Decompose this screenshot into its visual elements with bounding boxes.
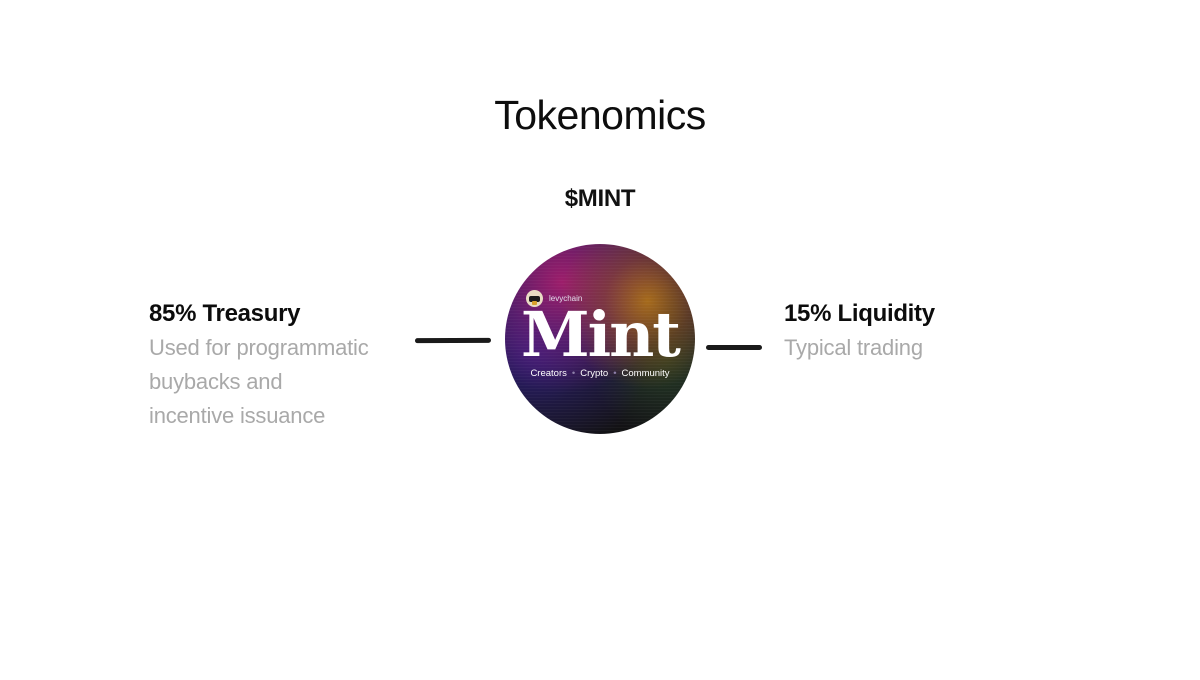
separator-dot: • bbox=[613, 368, 617, 379]
connector-line-right bbox=[706, 345, 762, 350]
allocation-heading: 15% Liquidity bbox=[784, 300, 935, 327]
allocation-treasury: 85% Treasury Used for programmatic buyba… bbox=[149, 297, 409, 433]
tagline-item: Creators bbox=[530, 368, 567, 379]
tagline-item: Crypto bbox=[580, 368, 609, 379]
allocation-description-line: Typical trading bbox=[784, 335, 923, 360]
separator-dot: • bbox=[571, 368, 576, 379]
logo-tagline: Creators • Crypto • Community bbox=[505, 368, 695, 379]
allocation-description-line: incentive issuance bbox=[149, 403, 326, 428]
logo-texture bbox=[505, 244, 695, 434]
allocation-description-line: Used for programmatic bbox=[149, 335, 369, 360]
tagline-item: Community bbox=[621, 368, 670, 379]
mint-logo: levychain Mint Creators • Crypto • Community bbox=[505, 244, 695, 434]
connector-line-left bbox=[414, 337, 492, 344]
allocation-heading: 85% Treasury bbox=[149, 300, 301, 327]
sunglasses-icon bbox=[529, 295, 540, 302]
brand-row: levychain bbox=[526, 290, 582, 307]
beak-icon bbox=[532, 301, 537, 305]
allocation-liquidity: 15% Liquidity Typical trading bbox=[784, 297, 1004, 365]
duck-avatar-icon bbox=[526, 290, 543, 307]
page-title: Tokenomics bbox=[494, 92, 706, 138]
brand-name: levychain bbox=[549, 294, 583, 303]
allocation-description-line: buybacks and bbox=[149, 369, 283, 394]
logo-wordmark: Mint bbox=[521, 298, 681, 371]
token-symbol: $MINT bbox=[564, 185, 636, 212]
